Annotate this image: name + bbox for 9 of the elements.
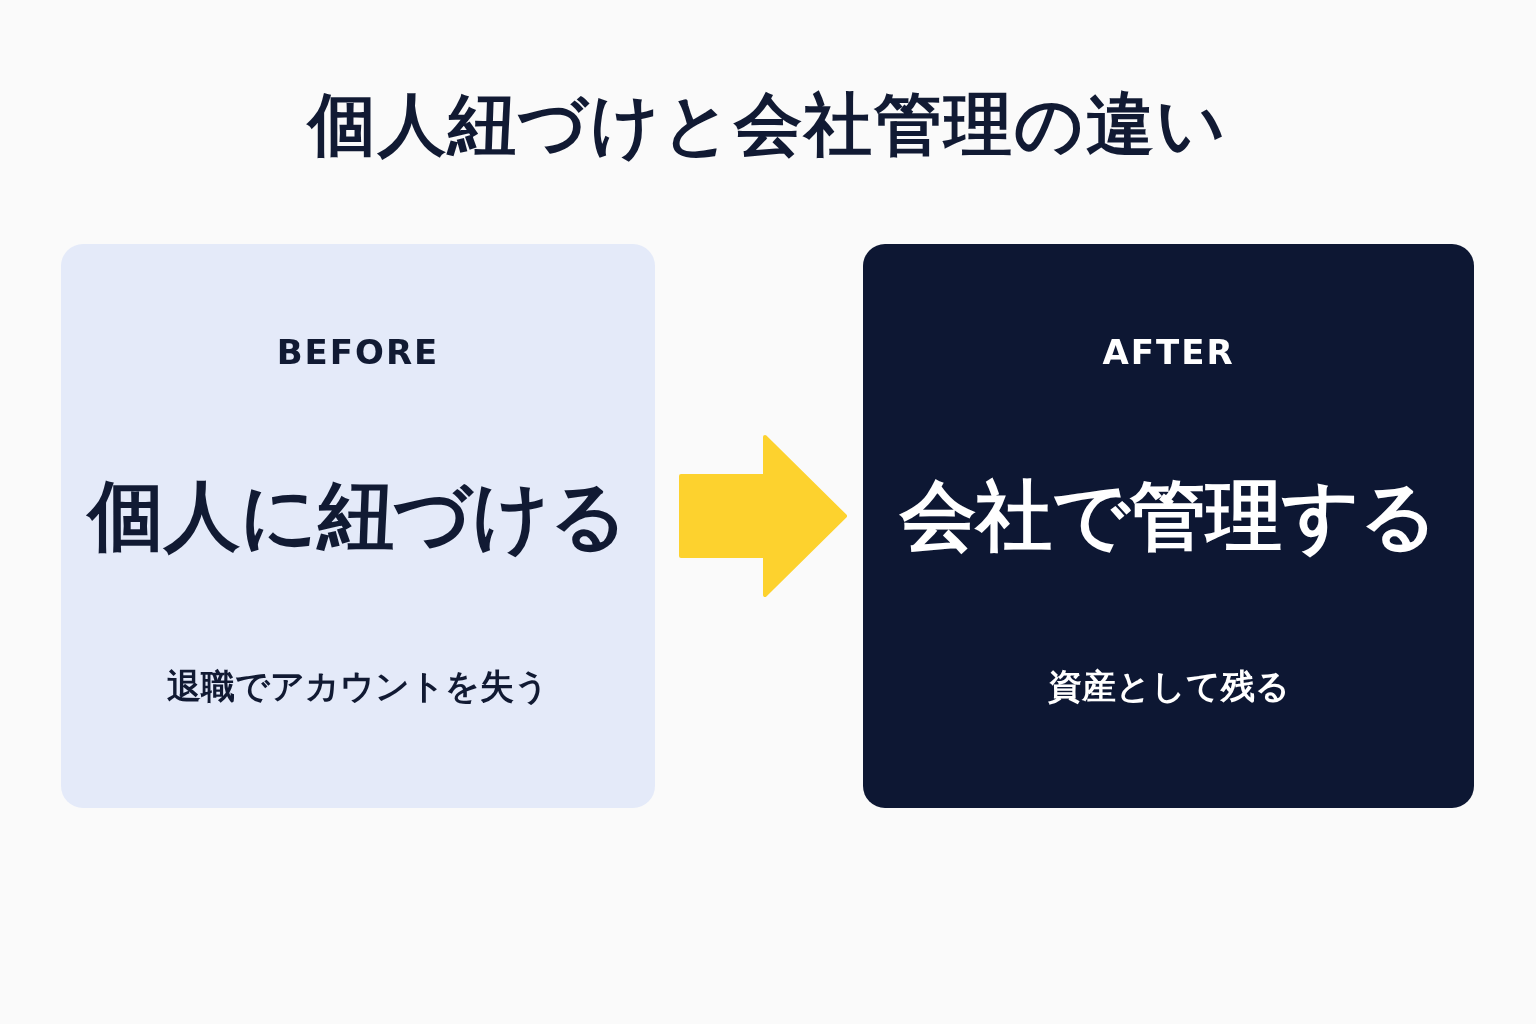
heading: 個人に紐づける [85,470,629,562]
stage-label: BEFORE [275,332,441,372]
comparison-card [863,244,1474,808]
arrow [679,435,847,597]
stage-label: AFTER [1101,332,1236,372]
description: 退職でアカウントを失う [166,665,550,708]
title: 個人紐づけと会社管理の違い [305,84,1229,166]
heading: 会社で管理する [898,470,1439,562]
description: 資産として残る [1046,665,1291,708]
